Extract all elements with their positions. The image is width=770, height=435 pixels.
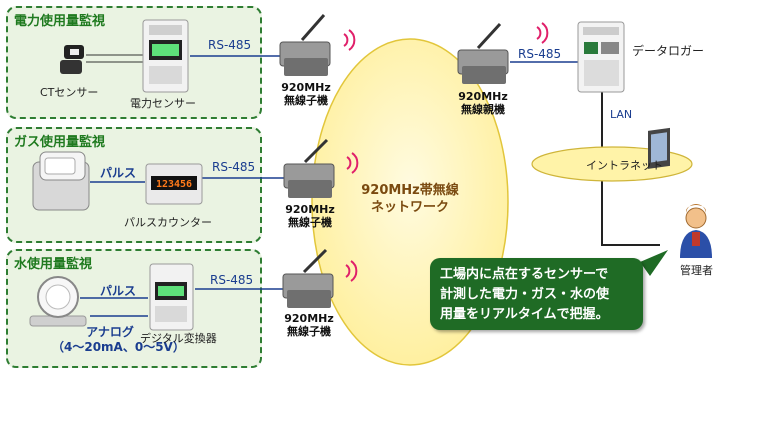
water-rs485-label: RS-485 [210,273,254,287]
signal-icon [541,22,549,44]
signal-icon [536,26,542,40]
digital-converter-device [149,263,194,331]
wireless-child-device-3 [282,248,334,308]
admin-workstation-icon [648,127,712,258]
power-rs485-label: RS-485 [208,38,252,52]
analog-label: アナログ （4～20mA、0～5V） [52,325,185,355]
wireless-child-2-name: 無線子機 [288,216,332,229]
data-logger-label: データロガー [632,44,705,58]
water-panel-title: 水使用量監視 [14,257,93,272]
ct-sensor-device [60,45,84,74]
water-meter-device [29,276,87,327]
wireless-child-1-freq: 920MHz [281,81,331,94]
wireless-child-3-freq: 920MHz [284,312,334,325]
analog-line-2: （4～20mA、0～5V） [52,340,185,354]
power-panel-title: 電力使用量監視 [14,14,106,29]
network-label-line-1: 920MHz帯無線 [361,183,459,198]
callout-tail [640,250,668,276]
wireless-child-1-label: 920MHz 無線子機 [276,81,336,107]
signal-icon [346,156,352,170]
wireless-child-2-freq: 920MHz [285,203,335,216]
gas-rs485-label: RS-485 [212,160,256,174]
parent-rs485-label: RS-485 [518,47,562,61]
callout-line-2: 計測した電力・ガス・水の使 [440,287,610,302]
power-sensor-label: 電力センサー [130,97,196,110]
wireless-child-device-2 [283,138,335,198]
network-label: 920MHz帯無線 ネットワーク [354,182,466,216]
intranet-label: イントラネット [586,159,663,172]
pulse-counter-label: パルスカウンター [124,216,212,229]
admin-label: 管理者 [680,264,713,277]
signal-icon [343,33,349,47]
signal-icon [350,260,358,282]
gas-meter-device [32,151,90,211]
pulse-counter-device: 123456 [145,163,203,205]
wireless-parent-label: 920MHz 無線親機 [453,90,513,116]
signal-icon [345,264,351,278]
wireless-parent-device [457,22,509,84]
counter-display-digits: 123456 [156,179,192,190]
intranet-admin-line [601,180,660,246]
digital-converter-label: デジタル変換器 [140,332,217,345]
wireless-parent-name: 無線親機 [461,103,505,116]
signal-icon [351,152,359,174]
power-sensor-device [142,19,189,93]
gas-pulse-label: パルス [100,166,137,180]
wireless-parent-freq: 920MHz [458,90,508,103]
wireless-child-1-name: 無線子機 [284,94,328,107]
ct-sensor-label: CTセンサー [40,86,99,99]
analog-line-1: アナログ [86,325,134,339]
callout-line-1: 工場内に点在するセンサーで [440,267,609,282]
signal-icons [343,22,549,282]
summary-callout: 工場内に点在するセンサーで 計測した電力・ガス・水の使 用量をリアルタイムで把握… [430,258,643,330]
network-label-line-2: ネットワーク [370,200,449,215]
water-pulse-label: パルス [100,284,137,298]
lan-label: LAN [610,108,633,121]
wireless-child-device-1 [279,14,331,76]
data-logger-device [577,21,625,93]
wireless-child-2-label: 920MHz 無線子機 [280,203,340,229]
signal-icon [348,29,356,51]
wireless-child-3-name: 無線子機 [287,325,331,338]
gas-panel-title: ガス使用量監視 [14,135,106,150]
wireless-child-3-label: 920MHz 無線子機 [279,312,339,338]
callout-line-3: 用量をリアルタイムで把握。 [440,307,609,322]
